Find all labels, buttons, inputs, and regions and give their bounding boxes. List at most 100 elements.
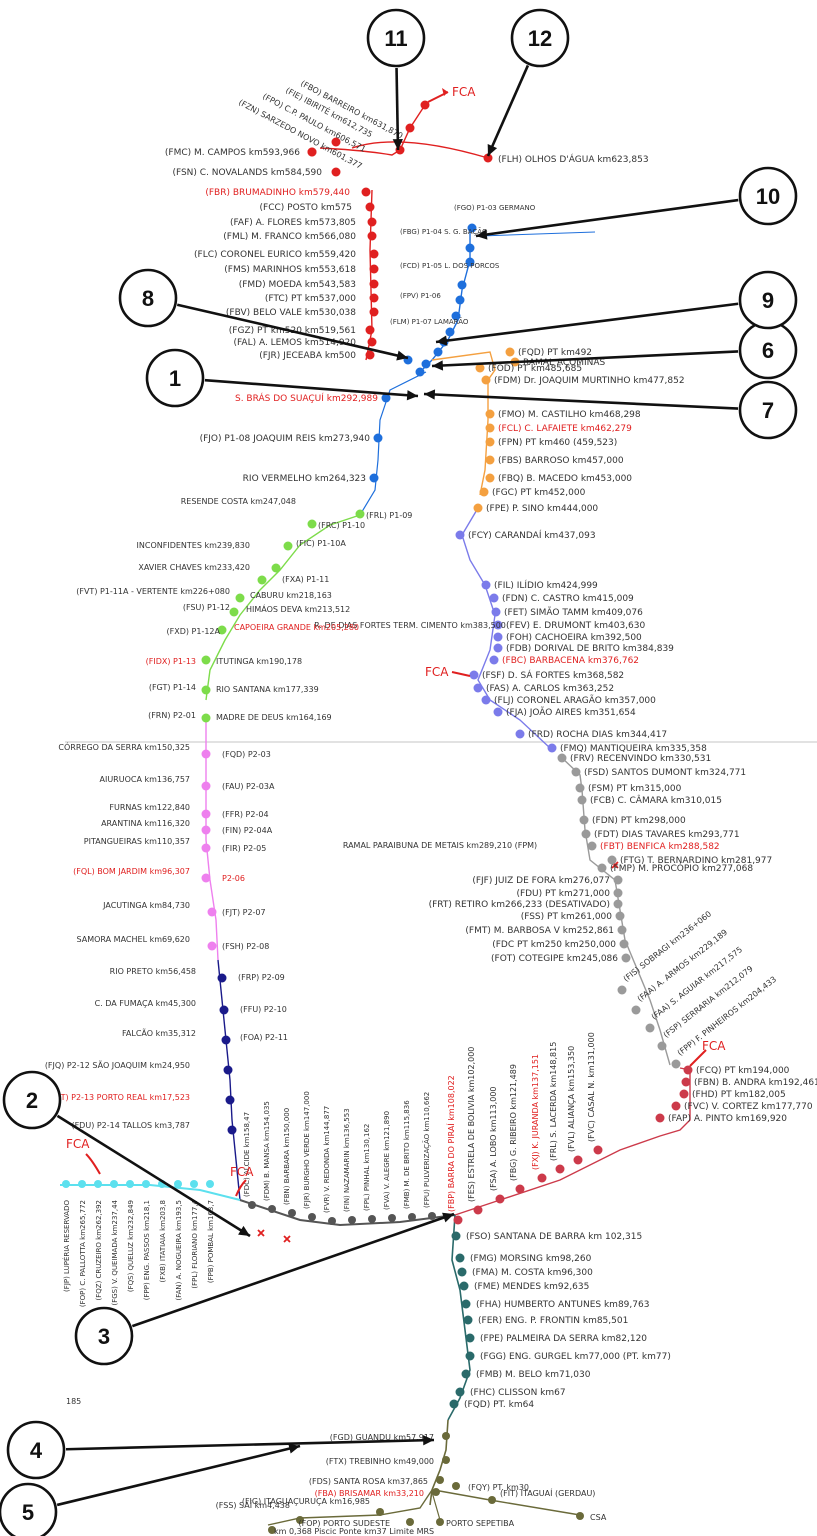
station-label: (FDS) SANTA ROSA km37,865: [309, 1477, 428, 1486]
station-node-dark: [408, 1213, 416, 1221]
station-node-lavender: [469, 670, 479, 680]
olive-south: [431, 1491, 441, 1521]
station-label: RIO SANTANA km177,339: [216, 685, 319, 694]
station-label: (FVA) V. ALEGRE km121,890: [383, 1111, 391, 1210]
station-node-lavender: [489, 655, 499, 665]
station-node-navy: [225, 1095, 235, 1105]
station-label: (FVT) P1-11A - VERTENTE km226+080: [76, 587, 230, 596]
station-label: (FHD) PT km182,005: [692, 1090, 786, 1100]
station-node-green: [307, 519, 317, 529]
station-node-olive: [432, 1488, 440, 1496]
station-label: (FPL) PINHAL km130,162: [363, 1124, 371, 1211]
station-node-dark: [428, 1212, 436, 1220]
station-label: (FDN) C. CASTRO km415,009: [502, 594, 634, 604]
station-node-gray: [575, 783, 585, 793]
station-label: (FHC) CLISSON km67: [470, 1388, 566, 1398]
fca-arrow-right: [689, 1049, 707, 1067]
station-label: MADRE DE DEUS km164,169: [216, 713, 332, 722]
station-label: (FME) MENDES km92,635: [474, 1282, 589, 1292]
teal-branch: [447, 1214, 471, 1421]
station-node-red: [369, 249, 379, 259]
station-node-teal: [465, 1333, 475, 1343]
station-label: RESENDE COSTA km247,048: [181, 497, 296, 506]
station-node-orange: [485, 437, 495, 447]
navy-branch: [217, 959, 241, 1201]
callout-pointer: [56, 1444, 301, 1507]
callout-circle: [74, 1306, 134, 1366]
station-node-lavender: [481, 695, 491, 705]
station-label: (FQD) PT. km64: [464, 1400, 534, 1410]
station-node-crimson: [593, 1145, 603, 1155]
station-node-olive: [442, 1432, 450, 1440]
station-node-magenta: [207, 941, 217, 951]
station-label: (FOH) CACHOEIRA km392,500: [506, 633, 642, 643]
station-node-green: [235, 593, 245, 603]
callout-circle: [2, 1070, 62, 1130]
station-label: (FDN) PT km298,000: [592, 816, 686, 826]
station-node-gray: [597, 863, 607, 873]
station-node-olive: [576, 1512, 584, 1520]
station-label: ARANTINA km116,320: [101, 819, 190, 828]
station-node-teal: [457, 1267, 467, 1277]
station-label: (FPB) POMBAL km163,7: [207, 1200, 215, 1283]
station-node-crimson: [683, 1065, 693, 1075]
station-node-cyan: [126, 1180, 134, 1188]
station-label: (FJO) P1-08 JOAQUIM REIS km273,940: [200, 434, 371, 444]
station-node-blue: [421, 359, 431, 369]
station-label: (FMD) MOEDA km543,583: [239, 280, 356, 290]
station-label: (FVC) CASAL N. km131,000: [587, 1032, 596, 1142]
callout-pointer: [395, 67, 400, 151]
callout-number: 12: [528, 26, 552, 51]
station-label: (FGC) PT km452,000: [492, 488, 586, 498]
station-label: (FSS) SAÍ km4,438: [216, 1499, 290, 1510]
station-label: (FOP) PORTO SUDESTE: [299, 1519, 391, 1528]
station-label: (FSU) P1-12: [183, 603, 230, 612]
station-label: (FMO) M. CASTILHO km468,298: [498, 410, 641, 420]
callout-arrowhead: [424, 389, 436, 400]
station-node-teal: [459, 1281, 469, 1291]
station-label: (FJQ) P2-12 SÃO JOAQUIM km24,950: [45, 1060, 190, 1070]
closed-station-marks: [257, 1229, 291, 1243]
callout-number: 5: [22, 1500, 34, 1525]
green-branch: [205, 514, 361, 701]
station-label: (FOT) COTEGIPE km245,086: [491, 954, 618, 964]
station-node-gray: [613, 875, 623, 885]
station-node-crimson: [671, 1101, 681, 1111]
station-node-olive: [268, 1526, 276, 1534]
station-label: (FAF) A. FLORES km573,805: [230, 218, 356, 228]
fca-label-mid: FCA: [425, 665, 449, 679]
station-label: CABURU km218,163: [250, 591, 332, 600]
station-node-crimson: [681, 1077, 691, 1087]
station-label: (FIN) NAZAMARIN km136,553: [343, 1108, 351, 1212]
station-node-red: [331, 167, 341, 177]
callout-circle: [6, 1420, 66, 1480]
station-label: (FML) M. FRANCO km566,080: [223, 232, 356, 242]
station-node-red: [367, 231, 377, 241]
station-node-red: [331, 137, 341, 147]
station-node-lavender: [493, 620, 503, 630]
callout-circle: [738, 270, 798, 330]
station-node-dark: [328, 1217, 336, 1225]
station-label: (FXA) P1-11: [282, 575, 329, 584]
station-label: (FBA) BRISAMAR km33,210: [315, 1489, 424, 1498]
station-node-magenta: [201, 781, 211, 791]
callout-number: 3: [98, 1324, 110, 1349]
station-label: (FGG) ENG. GURGEL km77,000 (PT. km77): [480, 1352, 671, 1362]
station-node-lavender: [515, 729, 525, 739]
station-label: (FXD) P1-12A: [167, 627, 221, 636]
station-label: S. BRÁS DO SUAÇUÍ km292,989: [235, 392, 378, 404]
station-label: (FSH) P2-08: [222, 942, 269, 951]
station-node-cyan: [206, 1180, 214, 1188]
station-node-blue: [455, 295, 465, 305]
station-node-gray: [581, 829, 591, 839]
station-node-dark: [248, 1201, 256, 1209]
fca-arrow-lower: [235, 1179, 247, 1197]
station-label: CÓRREGO DA SERRA km150,325: [58, 741, 190, 752]
callout-circle: [738, 166, 798, 226]
station-label: (FDU) PT km271,000: [516, 889, 610, 899]
station-node-red: [365, 325, 375, 335]
station-label: (FDC PT km250 km250,000: [492, 940, 616, 950]
station-label: CAPOEIRA GRANDE km205,280: [234, 623, 359, 632]
station-label: (FLM) P1-07 LAMARÃO: [390, 317, 469, 326]
station-node-lavender: [493, 643, 503, 653]
